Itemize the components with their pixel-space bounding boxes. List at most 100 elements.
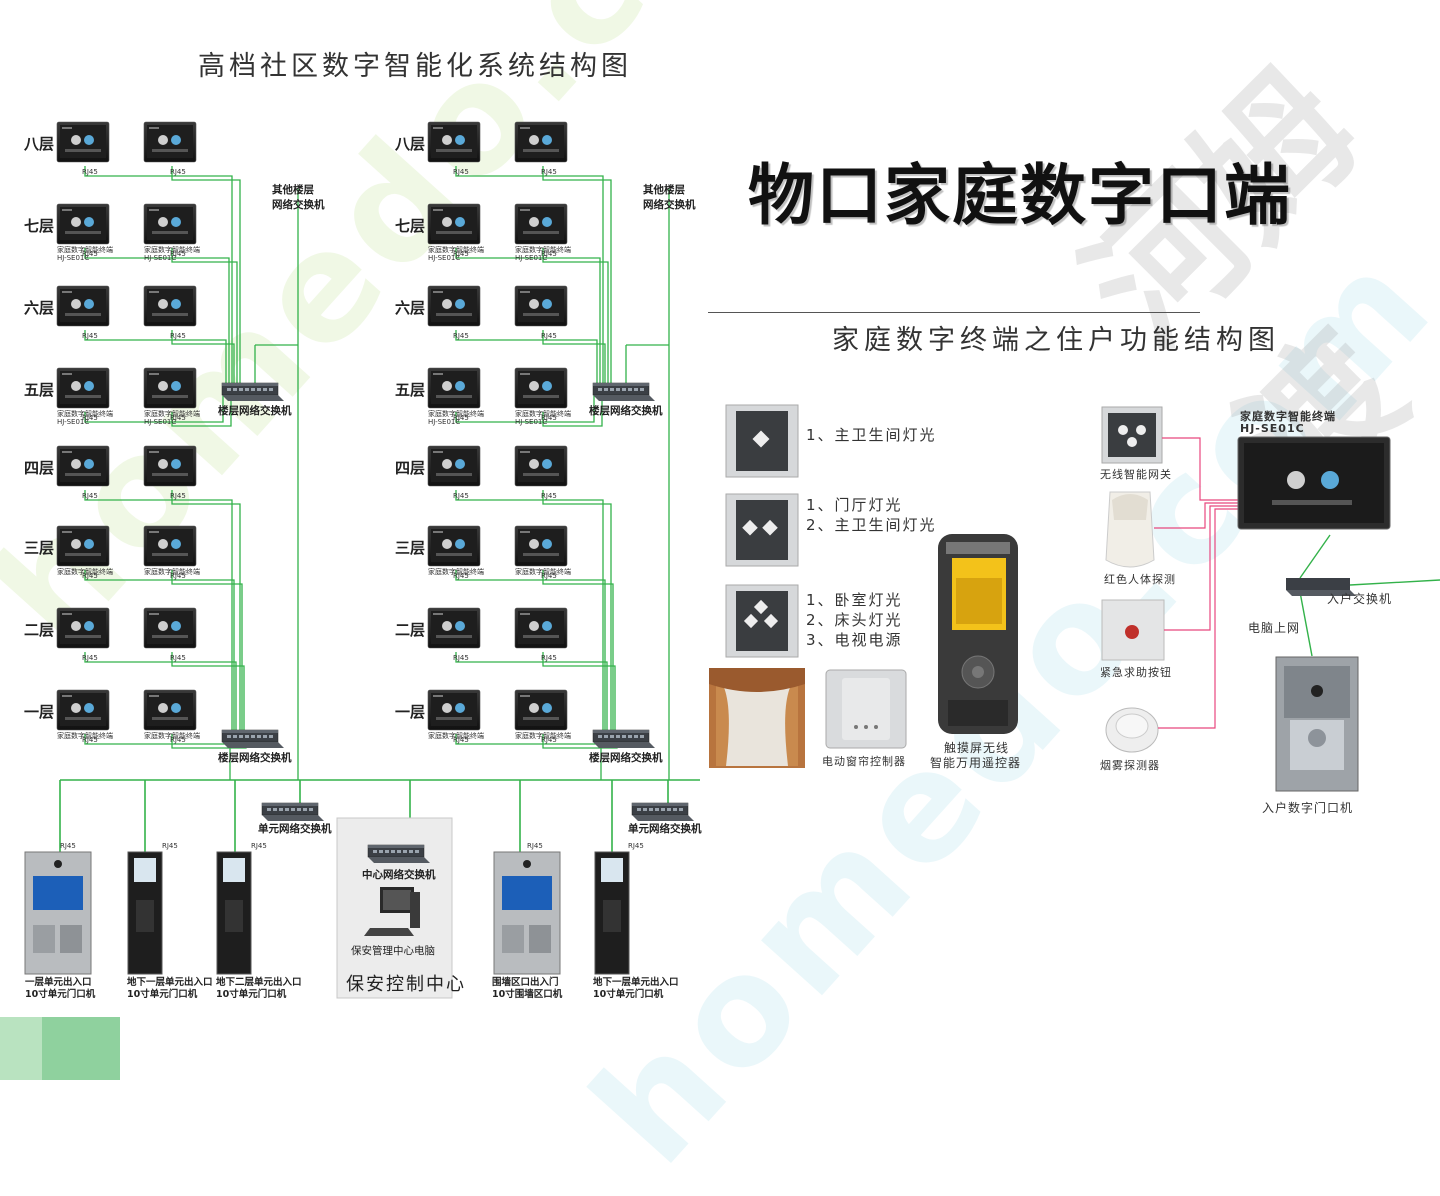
left-floor-label-7: 二层 bbox=[24, 621, 54, 639]
left-floor-label-5: 四层 bbox=[24, 459, 54, 477]
title-divider bbox=[708, 312, 1200, 313]
left-terminal bbox=[56, 121, 110, 163]
sensor-label-1: 无线智能网关 bbox=[1100, 467, 1172, 481]
curtain-controller-label: 电动窗帘控制器 bbox=[822, 754, 906, 768]
entrance-label-2: 地下一层单元出入口 bbox=[127, 976, 213, 988]
security-pc-label: 保安管理中心电脑 bbox=[351, 944, 435, 957]
right-floor-label-8: 一层 bbox=[395, 703, 425, 721]
entrance-label-1: 10寸单元门口机 bbox=[25, 988, 96, 1000]
left-port-label: RJ45 bbox=[82, 492, 98, 500]
left-terminal-label: 家庭数字智能终端 bbox=[57, 731, 113, 740]
left-terminal-model: HJ-SE01C bbox=[57, 418, 89, 426]
right-port-label: RJ45 bbox=[453, 168, 469, 176]
home-switch bbox=[1286, 578, 1356, 596]
unit-switch-left-label: 单元网络交换机 bbox=[258, 822, 332, 835]
right-port-label: RJ45 bbox=[541, 250, 557, 258]
network-wires bbox=[1299, 534, 1440, 657]
right-terminal bbox=[514, 445, 568, 487]
left-floor-switch-lower bbox=[221, 729, 285, 749]
entrance-panel-2 bbox=[127, 851, 163, 975]
right-port-label: RJ45 bbox=[541, 736, 557, 744]
left-terminal-label: 家庭数字智能终端 bbox=[57, 567, 113, 576]
left-title: 高档社区数字智能化系统结构图 bbox=[198, 51, 632, 82]
left-terminal bbox=[143, 607, 197, 649]
left-terminal-label: 家庭数字智能终端 bbox=[57, 245, 113, 254]
left-terminal bbox=[56, 285, 110, 327]
left-terminal bbox=[143, 689, 197, 731]
security-pc bbox=[364, 887, 420, 936]
right-other-switch-label: 网络交换机 bbox=[643, 198, 696, 211]
home-terminal-title: 家庭数字智能终端 bbox=[1240, 409, 1336, 423]
left-terminal-model: HJ-SE01C bbox=[144, 254, 176, 262]
entrance-port-label: RJ45 bbox=[251, 842, 267, 850]
left-terminal bbox=[143, 445, 197, 487]
right-terminal bbox=[514, 203, 568, 245]
center-switch bbox=[367, 844, 431, 864]
left-port-label: RJ45 bbox=[82, 654, 98, 662]
left-port-label: RJ45 bbox=[82, 168, 98, 176]
left-port-label: RJ45 bbox=[170, 414, 186, 422]
door-unit-label: 入户数字门口机 bbox=[1262, 800, 1353, 815]
left-floor-label-3: 六层 bbox=[24, 299, 54, 317]
panel-3-label: 3、电视电源 bbox=[806, 631, 903, 649]
right-floor-label-3: 六层 bbox=[395, 299, 425, 317]
home-function-diagram: 1、主卫生间灯光1、门厅灯光2、主卫生间灯光1、卧室灯光2、床头灯光3、电视电源… bbox=[709, 404, 1440, 815]
right-port-label: RJ45 bbox=[453, 414, 469, 422]
entrance-label-5: 地下一层单元出入口 bbox=[593, 976, 679, 988]
left-port-label: RJ45 bbox=[170, 332, 186, 340]
entrance-port-label: RJ45 bbox=[60, 842, 76, 850]
pc-internet-label: 电脑上网 bbox=[1248, 621, 1300, 635]
left-port-label: RJ45 bbox=[82, 250, 98, 258]
entrance-label-2: 10寸单元门口机 bbox=[127, 988, 198, 1000]
left-terminal bbox=[143, 367, 197, 409]
left-terminal bbox=[56, 445, 110, 487]
left-terminal-label: 家庭数字智能终端 bbox=[144, 409, 200, 418]
right-port-label: RJ45 bbox=[541, 168, 557, 176]
right-subtitle: 家庭数字终端之住户功能结构图 bbox=[832, 325, 1280, 356]
left-port-label: RJ45 bbox=[170, 736, 186, 744]
right-port-label: RJ45 bbox=[541, 414, 557, 422]
right-terminal bbox=[514, 367, 568, 409]
left-terminal bbox=[56, 689, 110, 731]
sensor-label-2: 红色人体探测 bbox=[1104, 572, 1176, 586]
panel-1-label: 1、主卫生间灯光 bbox=[806, 426, 937, 444]
entrance-label-3: 10寸单元门口机 bbox=[216, 988, 287, 1000]
left-port-label: RJ45 bbox=[170, 250, 186, 258]
right-terminal-model: HJ-SE01C bbox=[515, 418, 547, 426]
unit-switch-right-label: 单元网络交换机 bbox=[628, 822, 702, 835]
right-port-label: RJ45 bbox=[453, 250, 469, 258]
right-floor-switch-upper bbox=[592, 382, 656, 402]
switch-panel-3 bbox=[725, 584, 799, 658]
right-floor-switch-label: 楼层网络交换机 bbox=[589, 751, 663, 764]
left-terminal-label: 家庭数字智能终端 bbox=[144, 731, 200, 740]
center-switch-label: 中心网络交换机 bbox=[362, 868, 436, 881]
right-port-label: RJ45 bbox=[453, 736, 469, 744]
right-port-label: RJ45 bbox=[453, 492, 469, 500]
emergency-button bbox=[1101, 599, 1165, 661]
right-floor-label-7: 二层 bbox=[395, 621, 425, 639]
door-unit bbox=[1275, 656, 1359, 792]
entrance-panel-3 bbox=[216, 851, 252, 975]
left-port-label: RJ45 bbox=[82, 736, 98, 744]
right-floor-label-2: 七层 bbox=[395, 217, 425, 235]
security-center-label: 保安控制中心 bbox=[346, 974, 466, 995]
entrance-panel-1 bbox=[24, 851, 92, 975]
left-terminal bbox=[56, 607, 110, 649]
left-port-label: RJ45 bbox=[82, 332, 98, 340]
right-terminal bbox=[514, 689, 568, 731]
left-floor-switch-label: 楼层网络交换机 bbox=[218, 751, 292, 764]
curtain-image bbox=[709, 668, 805, 768]
right-terminal bbox=[514, 525, 568, 567]
entrance-panel-5 bbox=[594, 851, 630, 975]
right-terminal bbox=[427, 445, 481, 487]
home-switch-label: 入户交换机 bbox=[1327, 591, 1392, 606]
right-terminal bbox=[427, 607, 481, 649]
right-terminal bbox=[427, 285, 481, 327]
left-port-label: RJ45 bbox=[170, 492, 186, 500]
right-terminal-label: 家庭数字智能终端 bbox=[515, 409, 571, 418]
switch-panel-2 bbox=[725, 493, 799, 567]
right-terminal-model: HJ-SE01C bbox=[428, 254, 460, 262]
left-terminal bbox=[143, 121, 197, 163]
